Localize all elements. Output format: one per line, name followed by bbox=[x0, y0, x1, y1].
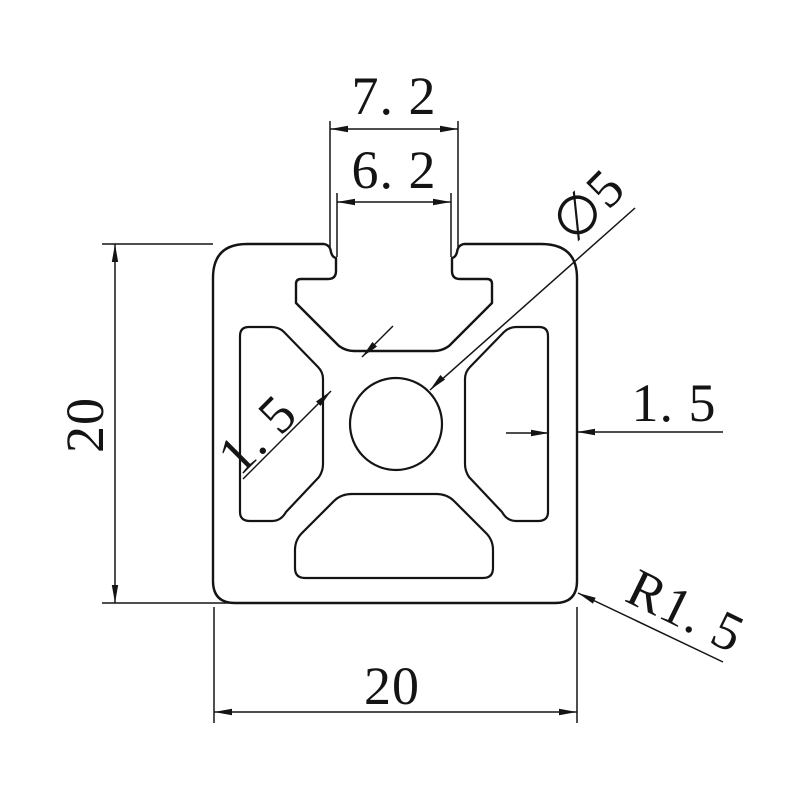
arrowhead-to-circle bbox=[430, 375, 445, 390]
arrowhead-down bbox=[111, 585, 119, 603]
arrowhead-upper-right bbox=[316, 391, 331, 406]
dimension-slot-outer: 7. 2 bbox=[329, 66, 459, 249]
dim-label-right-wall: 1. 5 bbox=[632, 373, 717, 433]
leader-line bbox=[429, 207, 636, 391]
arrowhead-right bbox=[531, 429, 549, 437]
leader-line bbox=[577, 592, 724, 663]
arrowhead-left bbox=[214, 708, 232, 716]
dimension-height: 20 bbox=[55, 243, 230, 604]
right-cavity bbox=[463, 325, 550, 523]
bottom-cavity bbox=[293, 492, 495, 580]
dim-label-slot-inner: 6. 2 bbox=[352, 140, 437, 200]
left-cavity bbox=[238, 325, 325, 523]
dimension-width: 20 bbox=[213, 607, 578, 723]
arrowhead-up bbox=[111, 244, 119, 262]
arrowhead-left bbox=[337, 198, 355, 206]
arrowhead-to-corner bbox=[578, 593, 596, 604]
arrowhead-right bbox=[440, 125, 458, 133]
center-hole bbox=[348, 376, 444, 472]
dim-label-slot-outer: 7. 2 bbox=[352, 66, 437, 126]
dim-label-height: 20 bbox=[55, 397, 115, 453]
lower-dim-line bbox=[242, 390, 332, 480]
profile-cross-section bbox=[211, 242, 579, 605]
dimension-right-wall: 1. 5 bbox=[506, 373, 723, 437]
arrowhead-left bbox=[330, 125, 348, 133]
dimension-corner-radius: R1. 5 bbox=[577, 557, 754, 665]
dim-label-web: 1. 5 bbox=[206, 383, 309, 486]
dimension-slot-inner: 6. 2 bbox=[336, 140, 452, 257]
dim-label-corner-radius: R1. 5 bbox=[618, 557, 754, 664]
profile-outline bbox=[211, 242, 579, 605]
arrowhead-right bbox=[433, 198, 451, 206]
arrowhead-lower-left bbox=[362, 342, 377, 357]
arrowhead-left bbox=[577, 428, 595, 436]
dimension-hole: ∅5 bbox=[429, 157, 636, 391]
arrowhead-right bbox=[559, 708, 577, 716]
dim-label-width: 20 bbox=[364, 656, 420, 716]
dim-label-hole: ∅5 bbox=[540, 157, 636, 253]
